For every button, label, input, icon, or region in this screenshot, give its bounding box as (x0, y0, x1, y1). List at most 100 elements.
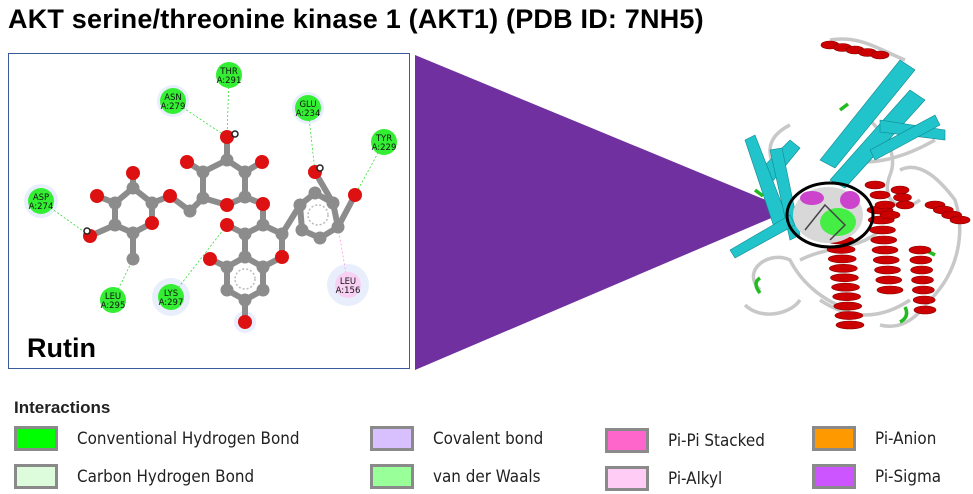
oxygen-atom (238, 315, 252, 329)
alpha-helix (909, 255, 933, 265)
carbon-atom (108, 196, 122, 210)
binding-site-circle (785, 181, 875, 249)
oxygen-atom (180, 155, 194, 169)
legend-label: Pi-Anion (875, 429, 937, 448)
figure-title: AKT serine/threonine kinase 1 (AKT1) (PD… (8, 4, 704, 34)
alpha-helix (830, 273, 859, 283)
legend-item-pi-alkyl: Pi-Alkyl (605, 466, 727, 491)
oxygen-atom (163, 189, 177, 203)
loop (819, 298, 911, 317)
beta-sheet (869, 114, 941, 161)
interaction-line-glu234 (307, 107, 316, 173)
alpha-helix (879, 210, 901, 220)
legend-item-pi-pi-stacked: Pi-Pi Stacked (605, 428, 773, 453)
beta-sheet (819, 59, 916, 169)
oxygen-atom (256, 197, 270, 211)
zoom-triangle (415, 55, 790, 370)
alpha-helix (869, 225, 896, 235)
legend-swatch (812, 426, 856, 451)
carbon-atom (238, 165, 252, 179)
oxygen-atom (220, 218, 234, 232)
legend-item-van-der-waals: van der Waals (370, 464, 550, 489)
alpha-helix (895, 200, 915, 210)
legend-title: Interactions (14, 398, 111, 417)
legend-item-pi-sigma: Pi-Sigma (812, 464, 947, 489)
residue-name: THR (219, 67, 238, 77)
oxygen-atom (126, 166, 140, 180)
residue-number: A:297 (159, 298, 184, 308)
alpha-helix (869, 190, 891, 200)
legend-swatch (605, 428, 649, 453)
hydrogen-atom (316, 164, 324, 172)
alpha-helix (870, 50, 890, 60)
alpha-helix (913, 305, 937, 315)
carbon-atom (126, 181, 140, 195)
ligand-name: Rutin (27, 333, 96, 363)
binding-pocket (793, 187, 863, 243)
turn (838, 102, 850, 112)
carbon-atom (256, 260, 270, 274)
residue-name: TYR (375, 134, 392, 144)
legend-label: Pi-Alkyl (668, 469, 723, 488)
carbon-atom (220, 153, 234, 167)
alpha-helix (832, 292, 861, 301)
legend-swatch (370, 464, 414, 489)
residue-disc (295, 95, 321, 121)
carbon-atom (238, 293, 252, 307)
legend-label: Pi-Pi Stacked (668, 431, 765, 450)
alpha-helix (870, 235, 898, 245)
residue-name: GLU (299, 100, 316, 110)
aromatic-ring (234, 268, 256, 290)
residue-number: A:279 (161, 102, 186, 112)
carbon-atom (145, 196, 159, 210)
legend-item-conventional-hydrogen-bond: Conventional Hydrogen Bond (14, 426, 319, 451)
oxygen-atom (255, 155, 269, 169)
carbon-atom (256, 218, 270, 232)
beta-sheet (729, 214, 796, 259)
residue-number: A:229 (372, 143, 397, 153)
residue-name: LEU (340, 277, 356, 287)
legend-swatch (14, 464, 58, 489)
legend-item-carbon-hydrogen-bond: Carbon Hydrogen Bond (14, 464, 270, 489)
carbon-atom (256, 283, 270, 297)
residue-number: A:274 (29, 202, 54, 212)
carbon-atom (238, 227, 252, 241)
alpha-helix (874, 265, 901, 275)
alpha-helix (871, 245, 899, 255)
carbon-atom (196, 191, 210, 205)
alpha-helix (949, 215, 971, 225)
oxygen-atom (220, 130, 234, 144)
alpha-helix (833, 301, 863, 311)
alpha-helix (827, 254, 857, 264)
legend-label: Carbon Hydrogen Bond (77, 467, 255, 486)
carbon-atom (331, 220, 345, 234)
alpha-helix (835, 320, 865, 330)
aromatic-ring (307, 204, 329, 226)
carbon-atom (220, 260, 234, 274)
alpha-helix (874, 200, 896, 210)
turn (754, 276, 762, 295)
residue-disc (158, 284, 184, 310)
turn (753, 188, 765, 198)
carbon-atom (126, 226, 140, 240)
residue-number: A:291 (217, 76, 242, 86)
oxygen-atom (203, 252, 217, 266)
carbon-atom (183, 204, 197, 218)
carbon-atom (313, 231, 327, 245)
carbon-atom (238, 190, 252, 204)
legend-label: van der Waals (433, 467, 541, 486)
turn (899, 306, 909, 324)
alpha-helix (912, 295, 936, 305)
oxygen-atom (220, 198, 234, 212)
residue-disc (160, 88, 186, 114)
alpha-helix (890, 185, 910, 195)
